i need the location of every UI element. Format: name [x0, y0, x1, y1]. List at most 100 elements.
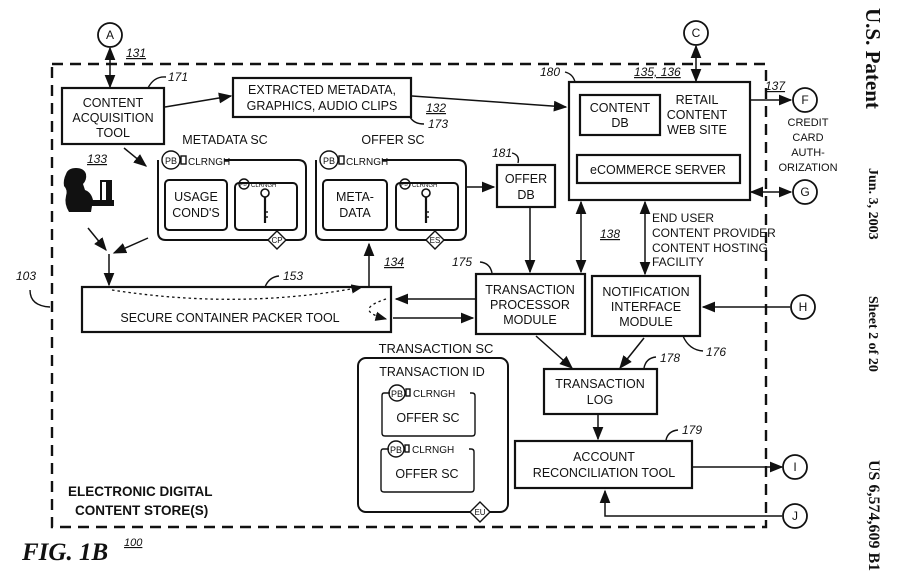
svg-text:META-: META- — [336, 190, 374, 204]
header-patent-office: U.S. Patent — [861, 8, 885, 109]
svg-text:OFFER SC: OFFER SC — [395, 467, 458, 481]
svg-text:MODULE: MODULE — [503, 313, 556, 327]
content-store-boundary — [50, 62, 768, 529]
svg-text:OFFER: OFFER — [505, 172, 547, 186]
svg-text:ES: ES — [430, 236, 441, 245]
content-db[interactable]: CONTENT DB — [578, 93, 662, 137]
svg-text:PROCESSOR: PROCESSOR — [490, 298, 570, 312]
svg-text:GRAPHICS, AUDIO CLIPS: GRAPHICS, AUDIO CLIPS — [247, 99, 398, 113]
ref-133: 133 — [87, 152, 107, 166]
ref-137: 137 — [765, 79, 786, 93]
offer-key-container[interactable]: PB CLRNGH — [395, 178, 459, 231]
transaction-sc-title: TRANSACTION SC — [379, 341, 494, 356]
svg-text:INTERFACE: INTERFACE — [611, 300, 681, 314]
connector-a[interactable]: A — [97, 22, 123, 48]
leader-171 — [147, 76, 167, 89]
svg-text:ORIZATION: ORIZATION — [778, 162, 837, 174]
connector-h[interactable]: H — [790, 294, 816, 320]
ref-131: 131 — [126, 46, 146, 60]
svg-text:TOOL: TOOL — [96, 126, 130, 140]
ref-100: 100 — [124, 537, 143, 549]
svg-text:CLRNGH: CLRNGH — [413, 389, 455, 400]
leader-178 — [643, 356, 657, 369]
svg-text:ACCOUNT: ACCOUNT — [573, 450, 635, 464]
svg-text:F: F — [801, 93, 808, 107]
svg-text:ACQUISITION: ACQUISITION — [72, 111, 153, 125]
offer-metadata-box[interactable]: META- DATA — [322, 179, 388, 231]
ref-179: 179 — [682, 423, 702, 437]
svg-text:CONTENT: CONTENT — [83, 96, 144, 110]
transaction-sc-container[interactable]: TRANSACTION ID — [357, 357, 509, 513]
svg-text:PB: PB — [323, 156, 335, 166]
leader-153 — [264, 275, 280, 288]
svg-text:CONTENT HOSTING: CONTENT HOSTING — [652, 241, 768, 255]
figure-title: FIG. 1B — [21, 539, 108, 566]
connector-c[interactable]: C — [683, 20, 709, 46]
header-date: Jun. 3, 2003 — [865, 168, 880, 240]
ref-176: 176 — [706, 345, 726, 359]
svg-text:EXTRACTED METADATA,: EXTRACTED METADATA, — [248, 83, 396, 97]
extracted-metadata-box[interactable]: EXTRACTED METADATA, GRAPHICS, AUDIO CLIP… — [231, 76, 413, 119]
transaction-processor-module[interactable]: TRANSACTION PROCESSOR MODULE — [474, 272, 587, 336]
transaction-id-label: TRANSACTION ID — [379, 365, 485, 379]
ref-175: 175 — [452, 255, 472, 269]
offer-db[interactable]: OFFER DB — [495, 163, 557, 209]
svg-text:PB: PB — [165, 156, 177, 166]
svg-text:CONTENT STORE(S): CONTENT STORE(S) — [75, 503, 208, 518]
svg-text:CP: CP — [271, 236, 282, 245]
ref-132: 132 — [426, 101, 446, 115]
leader-179 — [665, 429, 679, 441]
svg-text:RETAIL: RETAIL — [676, 93, 719, 107]
header-patent-number: US 6,574,609 B1 — [865, 460, 882, 571]
svg-text:CONTENT PROVIDER: CONTENT PROVIDER — [652, 226, 776, 240]
transaction-offer-sc-2[interactable]: PB CLRNGH OFFER SC — [380, 440, 475, 493]
svg-text:TRANSACTION: TRANSACTION — [485, 283, 575, 297]
svg-text:CLRNGH: CLRNGH — [346, 157, 388, 168]
svg-text:TRANSACTION: TRANSACTION — [555, 377, 645, 391]
connector-f[interactable]: F — [792, 87, 818, 113]
svg-text:CLRNGH: CLRNGH — [412, 445, 454, 456]
svg-text:CONTENT: CONTENT — [667, 108, 728, 122]
svg-text:SECURE CONTAINER PACKER TOOL: SECURE CONTAINER PACKER TOOL — [120, 311, 339, 325]
svg-text:PB: PB — [391, 389, 403, 399]
leader-103 — [29, 289, 51, 308]
leader-181 — [511, 152, 520, 164]
svg-text:CARD: CARD — [792, 132, 823, 144]
ref-181: 181 — [492, 146, 512, 160]
connector-g[interactable]: G — [792, 179, 818, 205]
flow-153 — [111, 284, 364, 300]
metadata-key-container[interactable]: PB CLRNGH — [234, 178, 298, 231]
ref-135-136: 135, 136 — [634, 65, 681, 79]
svg-text:ELECTRONIC DIGITAL: ELECTRONIC DIGITAL — [68, 484, 213, 499]
usage-conditions-box[interactable]: USAGE COND'S — [164, 179, 228, 231]
header-sheet: Sheet 2 of 20 — [865, 296, 880, 372]
svg-text:OFFER SC: OFFER SC — [396, 411, 459, 425]
arrow-extracted-to-retail — [411, 95, 568, 112]
content-acquisition-tool[interactable]: CONTENT ACQUISITION TOOL — [60, 86, 166, 146]
arrow-j-to-reconciliation — [599, 489, 782, 517]
ref-180: 180 — [540, 65, 560, 79]
credit-card-authorization-label: CREDIT CARD AUTH- ORIZATION — [778, 117, 837, 174]
metadata-sc-title: METADATA SC — [182, 133, 267, 147]
store-label: ELECTRONIC DIGITAL CONTENT STORE(S) — [68, 484, 213, 518]
leader-180 — [564, 71, 576, 83]
leader-173 — [409, 116, 425, 125]
svg-text:COND'S: COND'S — [172, 206, 220, 220]
key-icon — [421, 188, 431, 223]
svg-text:DATA: DATA — [339, 206, 371, 220]
ecommerce-server[interactable]: eCOMMERCE SERVER — [575, 153, 742, 185]
secure-container-packer-tool[interactable]: SECURE CONTAINER PACKER TOOL — [80, 285, 393, 334]
connector-i[interactable]: I — [782, 454, 808, 480]
es-badge: ES — [425, 230, 445, 250]
notification-interface-module[interactable]: NOTIFICATION INTERFACE MODULE — [590, 274, 702, 338]
account-reconciliation-tool[interactable]: ACCOUNT RECONCILIATION TOOL — [513, 439, 694, 490]
svg-text:CLRNGH: CLRNGH — [251, 183, 276, 189]
svg-text:C: C — [692, 26, 701, 40]
transaction-offer-sc-1[interactable]: PB CLRNGH OFFER SC — [381, 384, 476, 437]
transaction-log[interactable]: TRANSACTION LOG — [542, 367, 659, 416]
svg-text:I: I — [793, 460, 796, 474]
connector-j[interactable]: J — [782, 503, 808, 529]
svg-text:EU: EU — [474, 508, 485, 517]
svg-text:PB: PB — [240, 182, 247, 188]
arrow-acquisition-to-extracted — [164, 92, 233, 108]
